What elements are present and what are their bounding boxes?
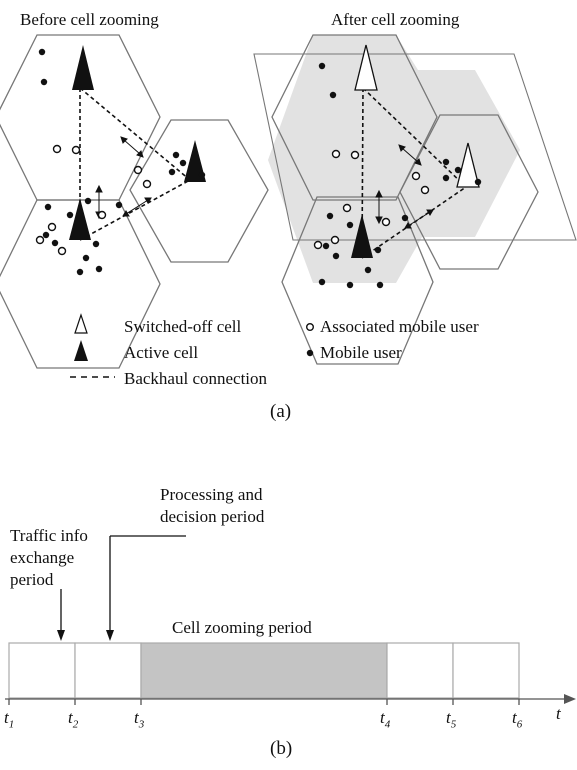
before-zooming-title: Before cell zooming [20,10,159,29]
traffic-period-label: Traffic info exchange period [10,525,88,591]
caption-b: (b) [270,738,293,759]
tick-label-t1: t1 [4,708,15,731]
after-switched-off-cells [354,44,480,188]
before-associated-users [35,144,152,256]
zoomed-coverage-area [268,35,520,283]
after-zooming-title: After cell zooming [331,10,460,29]
hex-cell-right [399,114,539,270]
traffic-period-line: period [10,570,54,589]
legend-mobile-user-label: Mobile user [320,343,402,362]
before-mobile-users [38,48,206,276]
before-backhaul-links [79,87,191,241]
after-active-cells [351,214,373,258]
hex-cell-bottom [0,199,161,369]
active-cell-icon [69,198,91,240]
legend-switched-off-label: Switched-off cell [124,317,242,336]
processing-period-arrow [106,535,186,641]
cell-zooming-period-label: Cell zooming period [172,618,312,637]
processing-period-line: Processing and [160,485,263,504]
time-axis [5,698,570,705]
time-axis-label: t [556,704,561,723]
after-zooming-panel [253,34,577,365]
processing-period-label: Processing and decision period [160,484,264,528]
traffic-period-line: exchange [10,548,75,567]
after-mobile-users [318,62,482,289]
hex-cell-top [271,34,438,201]
tick-label-t2: t2 [68,708,79,731]
tick-label-t6: t6 [512,708,523,731]
traffic-period-arrow [57,589,65,641]
legend-active-cell-icon [74,340,88,361]
processing-period-line: decision period [160,507,265,526]
legend-switched-off-icon [74,313,88,334]
after-link-arrows [375,144,434,229]
caption-a: (a) [270,401,292,422]
legend-associated-user-icon [306,323,315,332]
legend-active-cell-label: Active cell [124,343,199,362]
active-cell-icon [72,45,94,90]
hex-cell-right [129,119,269,263]
traffic-period-line: Traffic info [10,526,88,545]
active-cell-icon [351,214,373,258]
legend-backhaul-label: Backhaul connection [124,369,268,388]
period-boxes [8,642,520,699]
legend-mobile-user-icon [306,349,314,357]
hex-cell-bottom [281,196,434,365]
switched-off-cell-icon [456,142,480,188]
legend-associated-user-label: Associated mobile user [320,317,479,336]
tick-label-t3: t3 [134,708,145,731]
tick-label-t4: t4 [380,708,391,731]
before-zooming-panel [0,34,269,369]
zoomed-boundary [253,53,577,241]
tick-label-t5: t5 [446,708,457,731]
before-active-cells [69,45,206,240]
active-cell-icon [184,140,206,182]
after-associated-users [313,149,430,250]
time-axis-arrowhead [564,694,576,704]
switched-off-cell-icon [354,44,378,91]
